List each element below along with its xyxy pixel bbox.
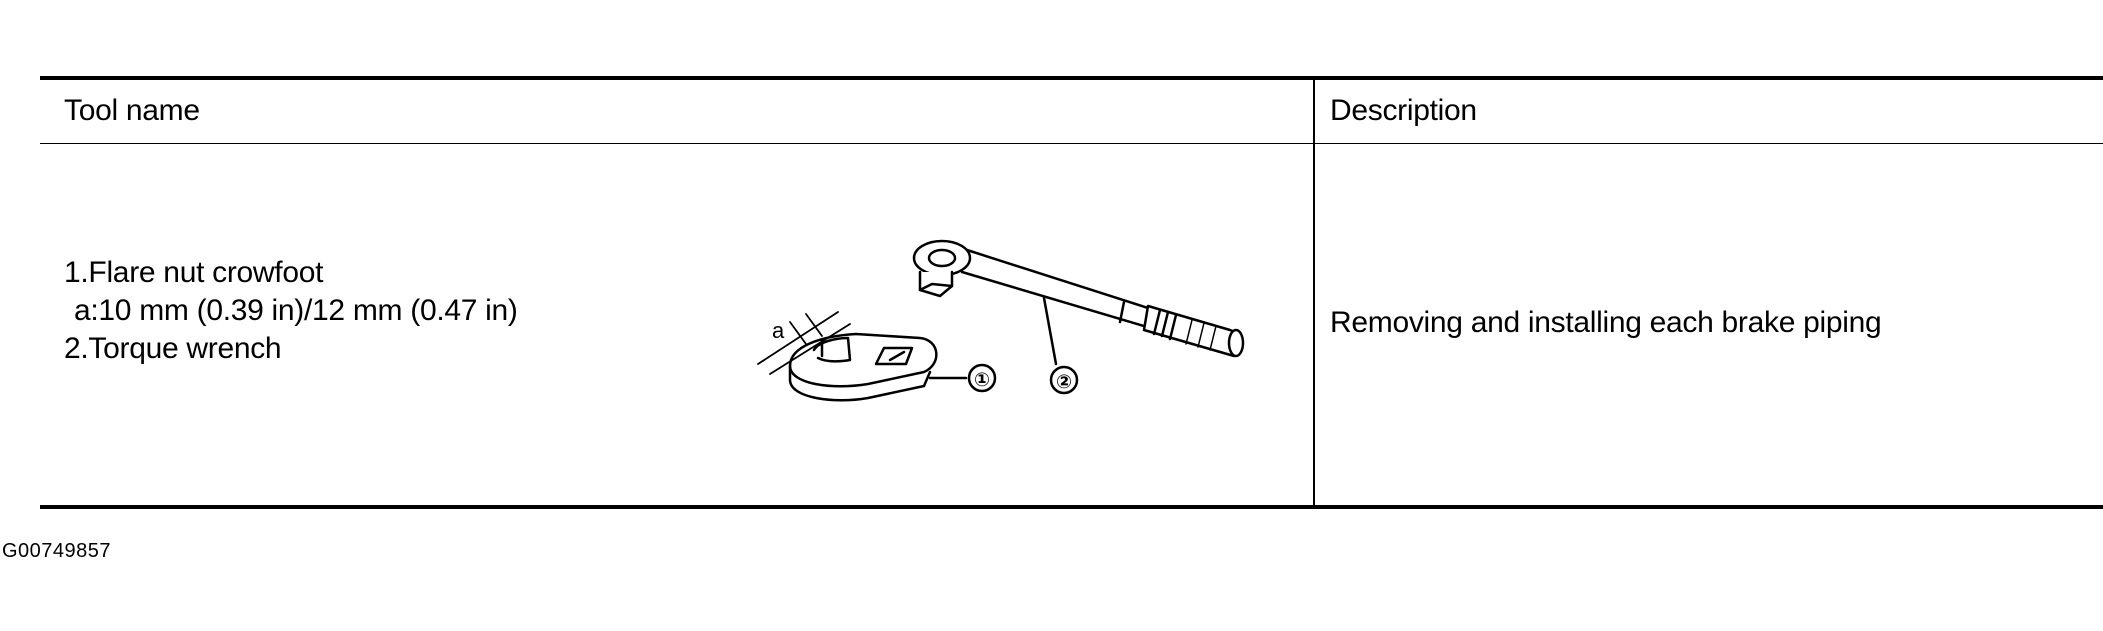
tool-line-size-spec: a:10 mm (0.39 in)/12 mm (0.47 in) <box>74 294 518 327</box>
callout-1-circle <box>967 363 997 393</box>
tool-name-cell: 1.Flare nut crowfoot a:10 mm (0.39 in)/1… <box>64 254 518 368</box>
figure-code: G00749857 <box>2 540 112 562</box>
special-tool-table: Tool name Description 1.Flare nut crowfo… <box>40 76 2103 509</box>
table-row: 1.Flare nut crowfoot a:10 mm (0.39 in)/1… <box>40 144 2103 509</box>
callout-1-number: ① <box>974 369 990 391</box>
tool-line-flare-nut-crowfoot: 1.Flare nut crowfoot <box>64 256 324 289</box>
flare-nut-crowfoot-icon <box>757 311 968 402</box>
header-description: Description <box>1330 94 1477 127</box>
torque-wrench-icon <box>912 239 1245 366</box>
tool-illustration: a ① ② <box>757 239 1245 402</box>
callout-2-circle <box>1049 365 1079 395</box>
dimension-label-a: a <box>772 318 785 343</box>
callout-2-number: ② <box>1056 371 1072 393</box>
description-cell: Removing and installing each brake pipin… <box>1330 306 1882 339</box>
column-divider <box>1313 80 1315 505</box>
table-header-row: Tool name Description <box>40 80 2103 144</box>
tool-line-torque-wrench: 2.Torque wrench <box>64 332 282 365</box>
header-tool-name: Tool name <box>64 94 200 127</box>
